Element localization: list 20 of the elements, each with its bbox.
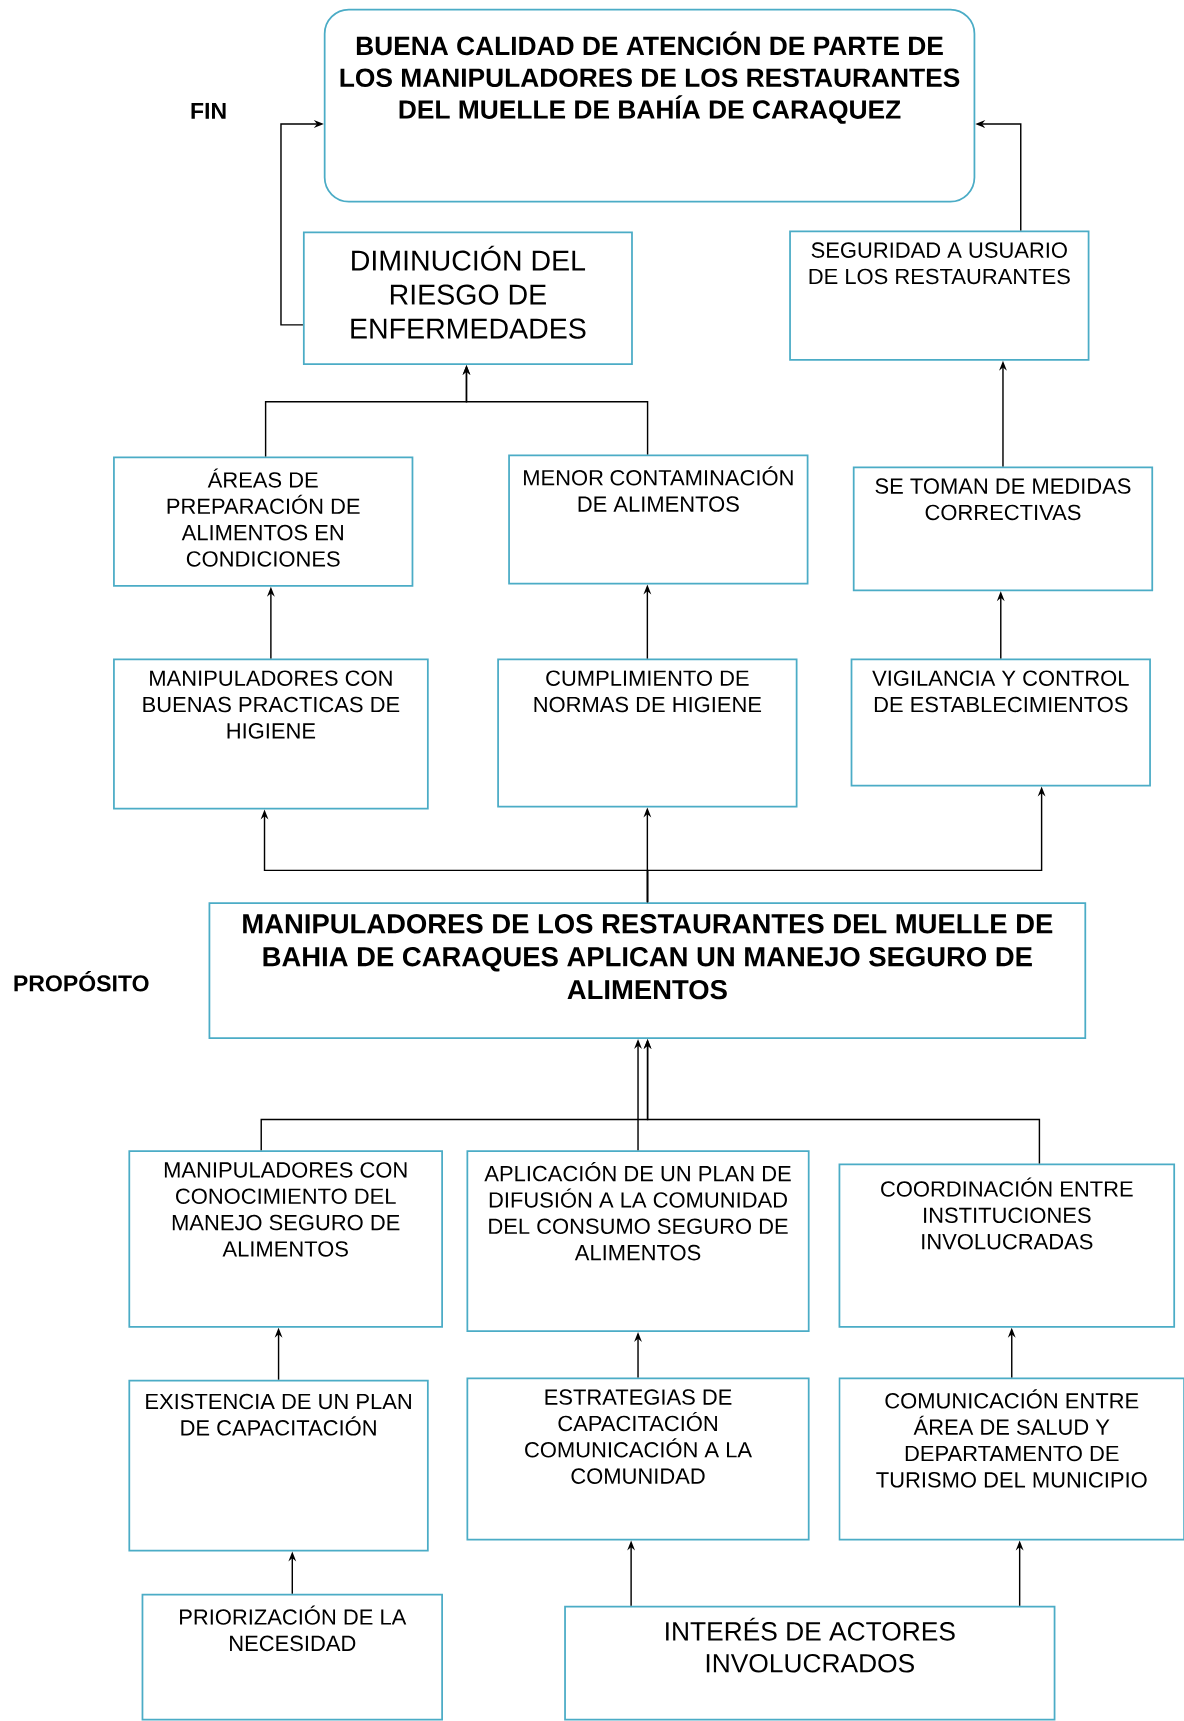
component-box: COORDINACIÓN ENTRE INSTITUCIONES INVOLUCRADAS <box>838 1163 1175 1328</box>
result-box: SEGURIDAD A USUARIO DE LOS RESTAURANTES <box>789 230 1090 361</box>
goal-box: BUENA CALIDAD DE ATENCIÓN DE PARTE DE LOS MANIPULADORES DE LOS RESTAURANTES DEL MUELLE DE BAHÍA DE CARAQUEZ <box>323 8 976 203</box>
activity-box: COMUNICACIÓN ENTRE ÁREA DE SALUD Y DEPARTAMENTO DE TURISMO DEL MUNICIPIO <box>838 1377 1184 1541</box>
level-label: PROPÓSITO <box>14 970 149 992</box>
purpose-box: MANIPULADORES DE LOS RESTAURANTES DEL MUELLE DE BAHIA DE CARAQUES APLICAN UN MANEJO SEGURO DE ALIMENTOS <box>208 902 1087 1039</box>
activity-box: PRIORIZACIÓN DE LA NECESIDAD <box>141 1593 443 1721</box>
level-label: FIN <box>191 102 226 119</box>
result-box: SE TOMAN DE MEDIDAS CORRECTIVAS <box>852 466 1153 592</box>
result-box: CUMPLIMIENTO DE NORMAS DE HIGIENE <box>497 658 798 808</box>
result-box: VIGILANCIA Y CONTROL DE ESTABLECIMIENTOS <box>850 658 1151 787</box>
result-box: MANIPULADORES CON BUENAS PRACTICAS DE HIGIENE <box>112 658 429 810</box>
result-box: DIMINUCIÓN DEL RIESGO DE ENFERMEDADES <box>302 231 633 366</box>
component-box: APLICACIÓN DE UN PLAN DE DIFUSIÓN A LA COMUNIDAD DEL CONSUMO SEGURO DE ALIMENTOS <box>466 1150 810 1333</box>
activity-box: ESTRATEGIAS DE CAPACITACIÓN COMUNICACIÓN A LA COMUNIDAD <box>466 1377 810 1541</box>
result-box: MENOR CONTAMINACIÓN DE ALIMENTOS <box>508 454 809 585</box>
activity-box: INTERÉS DE ACTORES INVOLUCRADOS <box>564 1605 1056 1721</box>
result-box: ÁREAS DE PREPARACIÓN DE ALIMENTOS EN CONDICIONES <box>112 456 414 587</box>
activity-box: EXISTENCIA DE UN PLAN DE CAPACITACIÓN <box>128 1379 429 1552</box>
component-box: MANIPULADORES CON CONOCIMIENTO DEL MANEJO SEGURO DE ALIMENTOS <box>128 1150 443 1328</box>
